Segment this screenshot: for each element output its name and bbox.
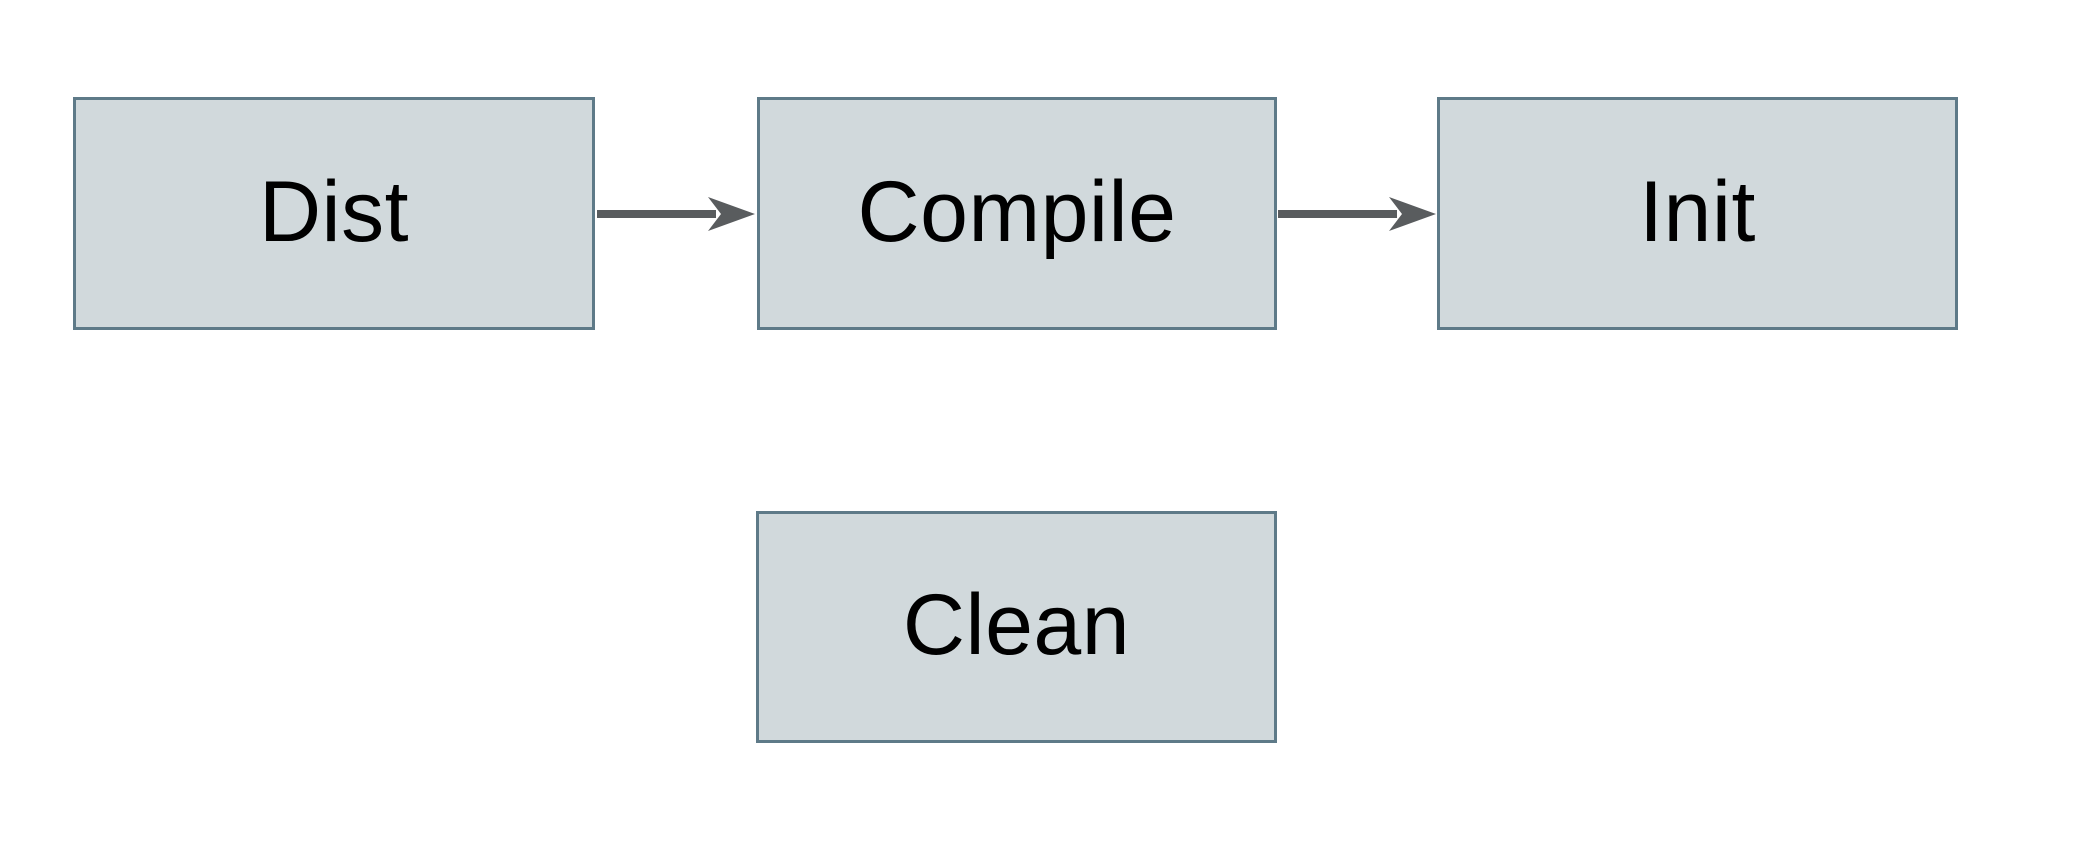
node-clean[interactable]: Clean [756,511,1277,743]
node-compile[interactable]: Compile [757,97,1277,330]
node-dist-label: Dist [258,163,410,260]
arrow-dist-to-compile [597,197,755,231]
node-init-label: Init [1639,163,1756,260]
node-clean-label: Clean [902,577,1131,673]
node-dist[interactable]: Dist [73,97,595,330]
node-init[interactable]: Init [1437,97,1958,330]
node-compile-label: Compile [857,163,1177,260]
arrow-compile-to-init [1278,197,1436,231]
